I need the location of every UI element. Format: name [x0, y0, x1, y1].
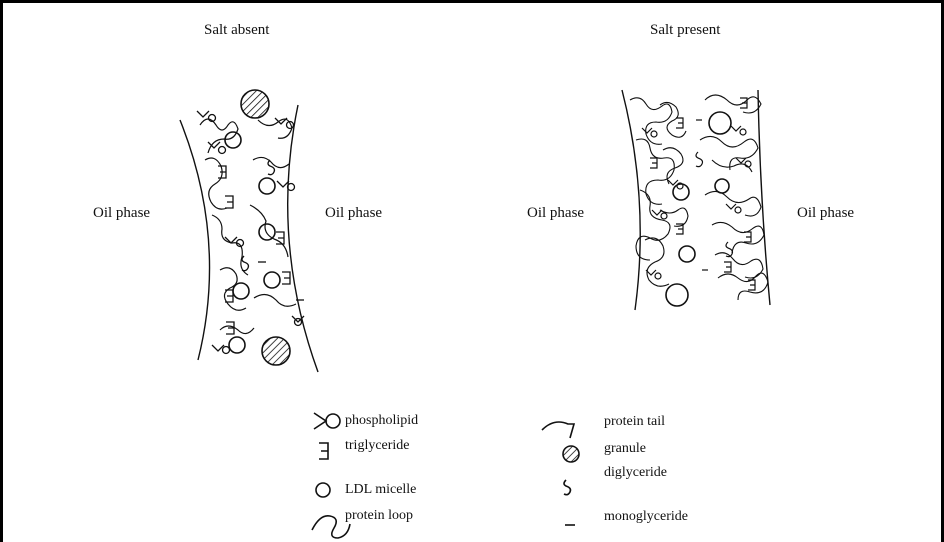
diglyceride-icon: [564, 480, 571, 495]
triglyceride-icon: [226, 322, 234, 334]
interface-boundary-right: [288, 105, 318, 372]
ldl-micelle-icon: [666, 284, 688, 306]
interface-boundary-left: [622, 90, 640, 310]
diglyceride-icon: [242, 256, 249, 271]
ldl-micelle-icon: [679, 246, 695, 262]
phospholipid-icon: [197, 111, 216, 122]
granule-icon: [563, 446, 579, 462]
interface-boundary-right: [758, 90, 770, 305]
phospholipid-icon: [642, 128, 657, 137]
protein-chains-left: [200, 119, 296, 334]
phospholipid-icon: [736, 158, 751, 167]
granule-icon: [241, 90, 269, 118]
protein-aggregates-right: [630, 95, 768, 300]
phospholipid-icon: [726, 204, 741, 213]
ldl-micelle-icon: [264, 272, 280, 288]
protein-tail-icon: [542, 422, 574, 438]
interface-boundary-left: [180, 120, 210, 360]
triglyceride-icon: [744, 232, 751, 242]
legend-label-ldl-micelle: LDL micelle: [345, 482, 416, 498]
legend-label-protein-loop: protein loop: [345, 508, 413, 524]
ldl-micelle-icon: [259, 178, 275, 194]
ldl-micelle-icon: [233, 283, 249, 299]
phospholipid-icon: [277, 181, 295, 191]
triglyceride-icon: [724, 262, 731, 272]
triglyceride-icon: [225, 196, 233, 208]
ldl-micelle-icon: [225, 132, 241, 148]
legend-label-diglyceride: diglyceride: [604, 465, 667, 481]
ldl-micelle-icon: [316, 483, 330, 497]
phospholipid-icon: [731, 126, 746, 135]
legend-label-granule: granule: [604, 441, 646, 457]
triglyceride-icon: [319, 443, 328, 459]
triglyceride-icon: [650, 158, 657, 168]
granule-icon: [262, 337, 290, 365]
ldl-micelle-icon: [673, 184, 689, 200]
diglyceride-icon: [696, 152, 703, 167]
legend-label-protein-tail: protein tail: [604, 414, 665, 430]
ldl-micelle-icon: [709, 112, 731, 134]
legend-label-monoglyceride: monoglyceride: [604, 509, 688, 525]
legend-label-triglyceride: triglyceride: [345, 438, 410, 454]
lipid-glyphs-right: [642, 98, 755, 290]
phospholipid-icon: [212, 345, 230, 354]
ldl-micelle-icon: [229, 337, 245, 353]
triglyceride-icon: [740, 98, 747, 108]
legend-label-phospholipid: phospholipid: [345, 413, 418, 429]
ldl-micelle-icon: [715, 179, 729, 193]
triglyceride-icon: [676, 118, 683, 128]
triglyceride-icon: [282, 272, 290, 284]
phospholipid-icon: [314, 413, 340, 429]
